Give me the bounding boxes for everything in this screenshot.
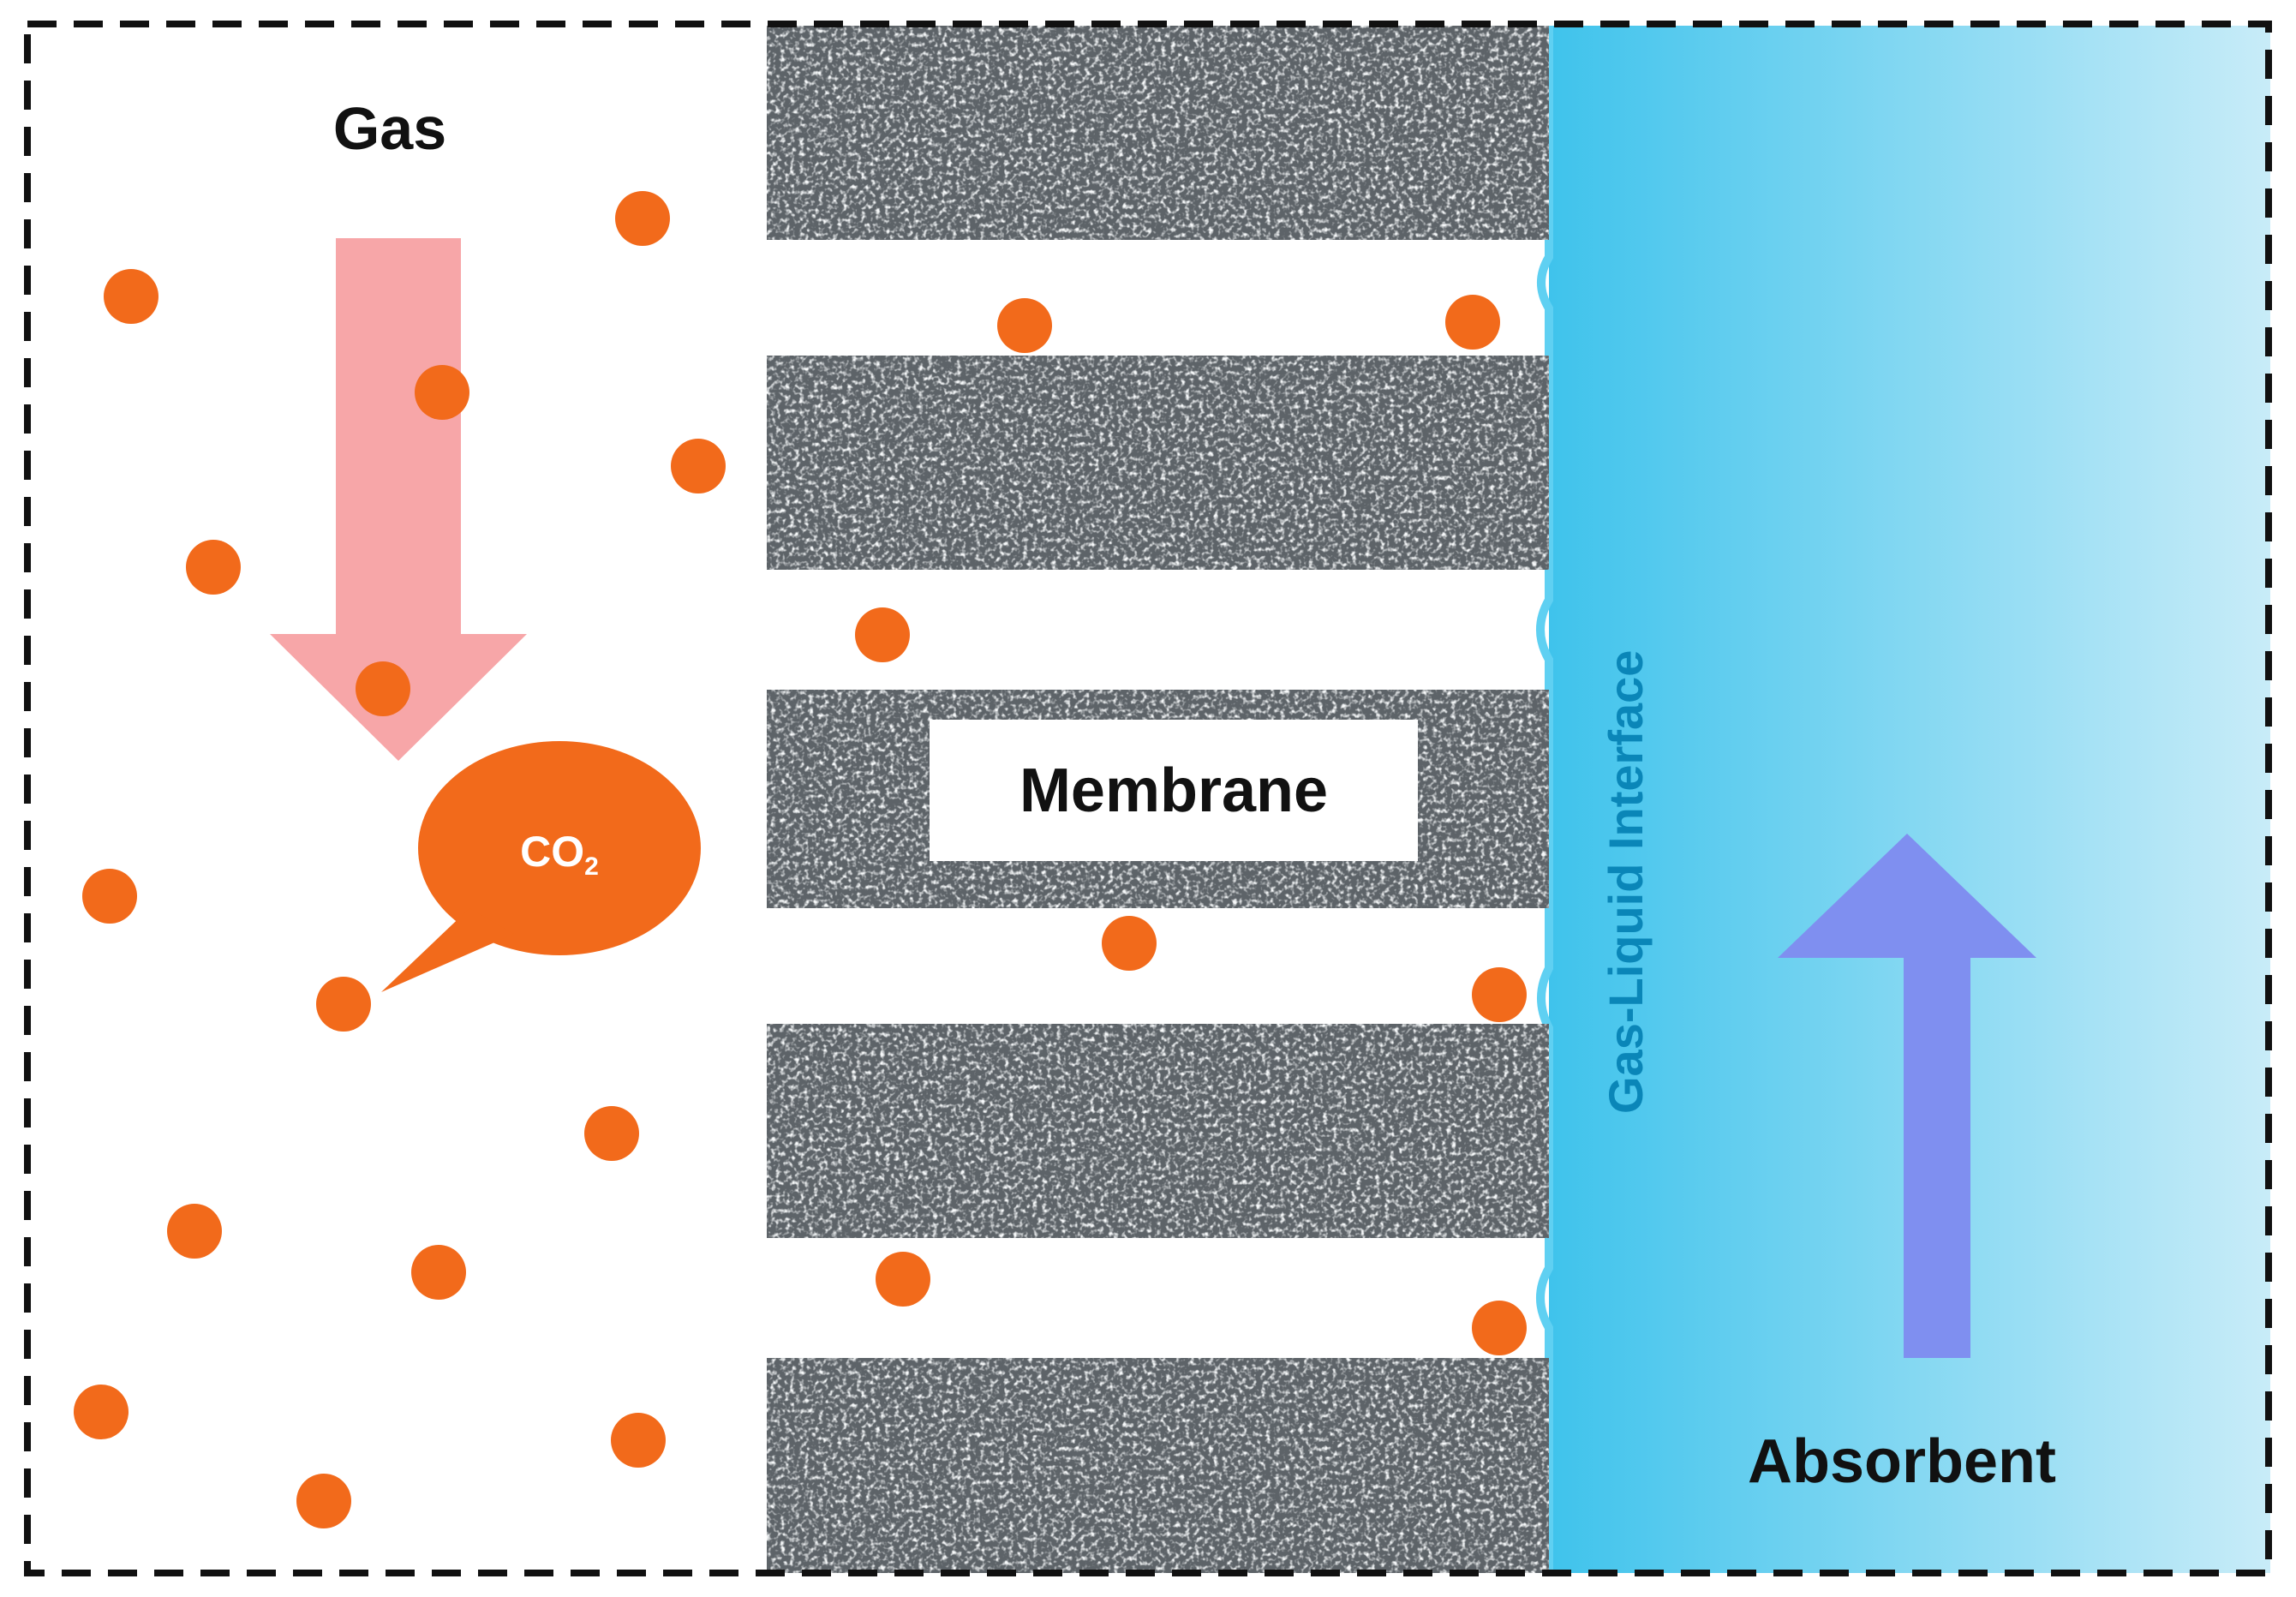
co2-molecule bbox=[855, 607, 910, 662]
co2-molecule bbox=[186, 540, 241, 595]
co2-molecule bbox=[74, 1385, 129, 1439]
co2-molecule bbox=[1472, 967, 1527, 1022]
co2-molecule bbox=[671, 439, 726, 493]
membrane-label: Membrane bbox=[930, 720, 1418, 861]
co2-molecule bbox=[584, 1106, 639, 1161]
absorbent-label: Absorbent bbox=[1748, 1427, 2056, 1496]
gas-liquid-interface-label: Gas-Liquid Interface bbox=[1599, 649, 1653, 1114]
co2-molecule bbox=[415, 365, 469, 420]
co2-bubble bbox=[381, 741, 701, 992]
co2-label: CO2 bbox=[469, 827, 649, 882]
co2-molecule bbox=[615, 191, 670, 246]
co2-molecule bbox=[356, 661, 410, 716]
co2-molecules bbox=[74, 191, 1527, 1528]
co2-molecule bbox=[1445, 295, 1500, 350]
co2-molecule bbox=[296, 1474, 351, 1528]
co2-molecule bbox=[316, 977, 371, 1032]
gas-label: Gas bbox=[332, 95, 447, 162]
co2-molecule bbox=[82, 869, 137, 924]
down-arrow-icon bbox=[270, 238, 527, 761]
co2-molecule bbox=[876, 1252, 930, 1307]
co2-molecule bbox=[104, 269, 158, 324]
co2-molecule bbox=[1472, 1301, 1527, 1355]
co2-molecule bbox=[997, 298, 1052, 353]
co2-molecule bbox=[167, 1204, 222, 1259]
co2-label-main: CO bbox=[520, 828, 585, 876]
diagram-border bbox=[24, 21, 2272, 1576]
co2-molecule bbox=[611, 1413, 666, 1468]
co2-label-subscript: 2 bbox=[584, 852, 599, 881]
co2-molecule bbox=[411, 1245, 466, 1300]
up-arrow-icon bbox=[1778, 834, 2036, 1358]
co2-molecule bbox=[1102, 916, 1157, 971]
